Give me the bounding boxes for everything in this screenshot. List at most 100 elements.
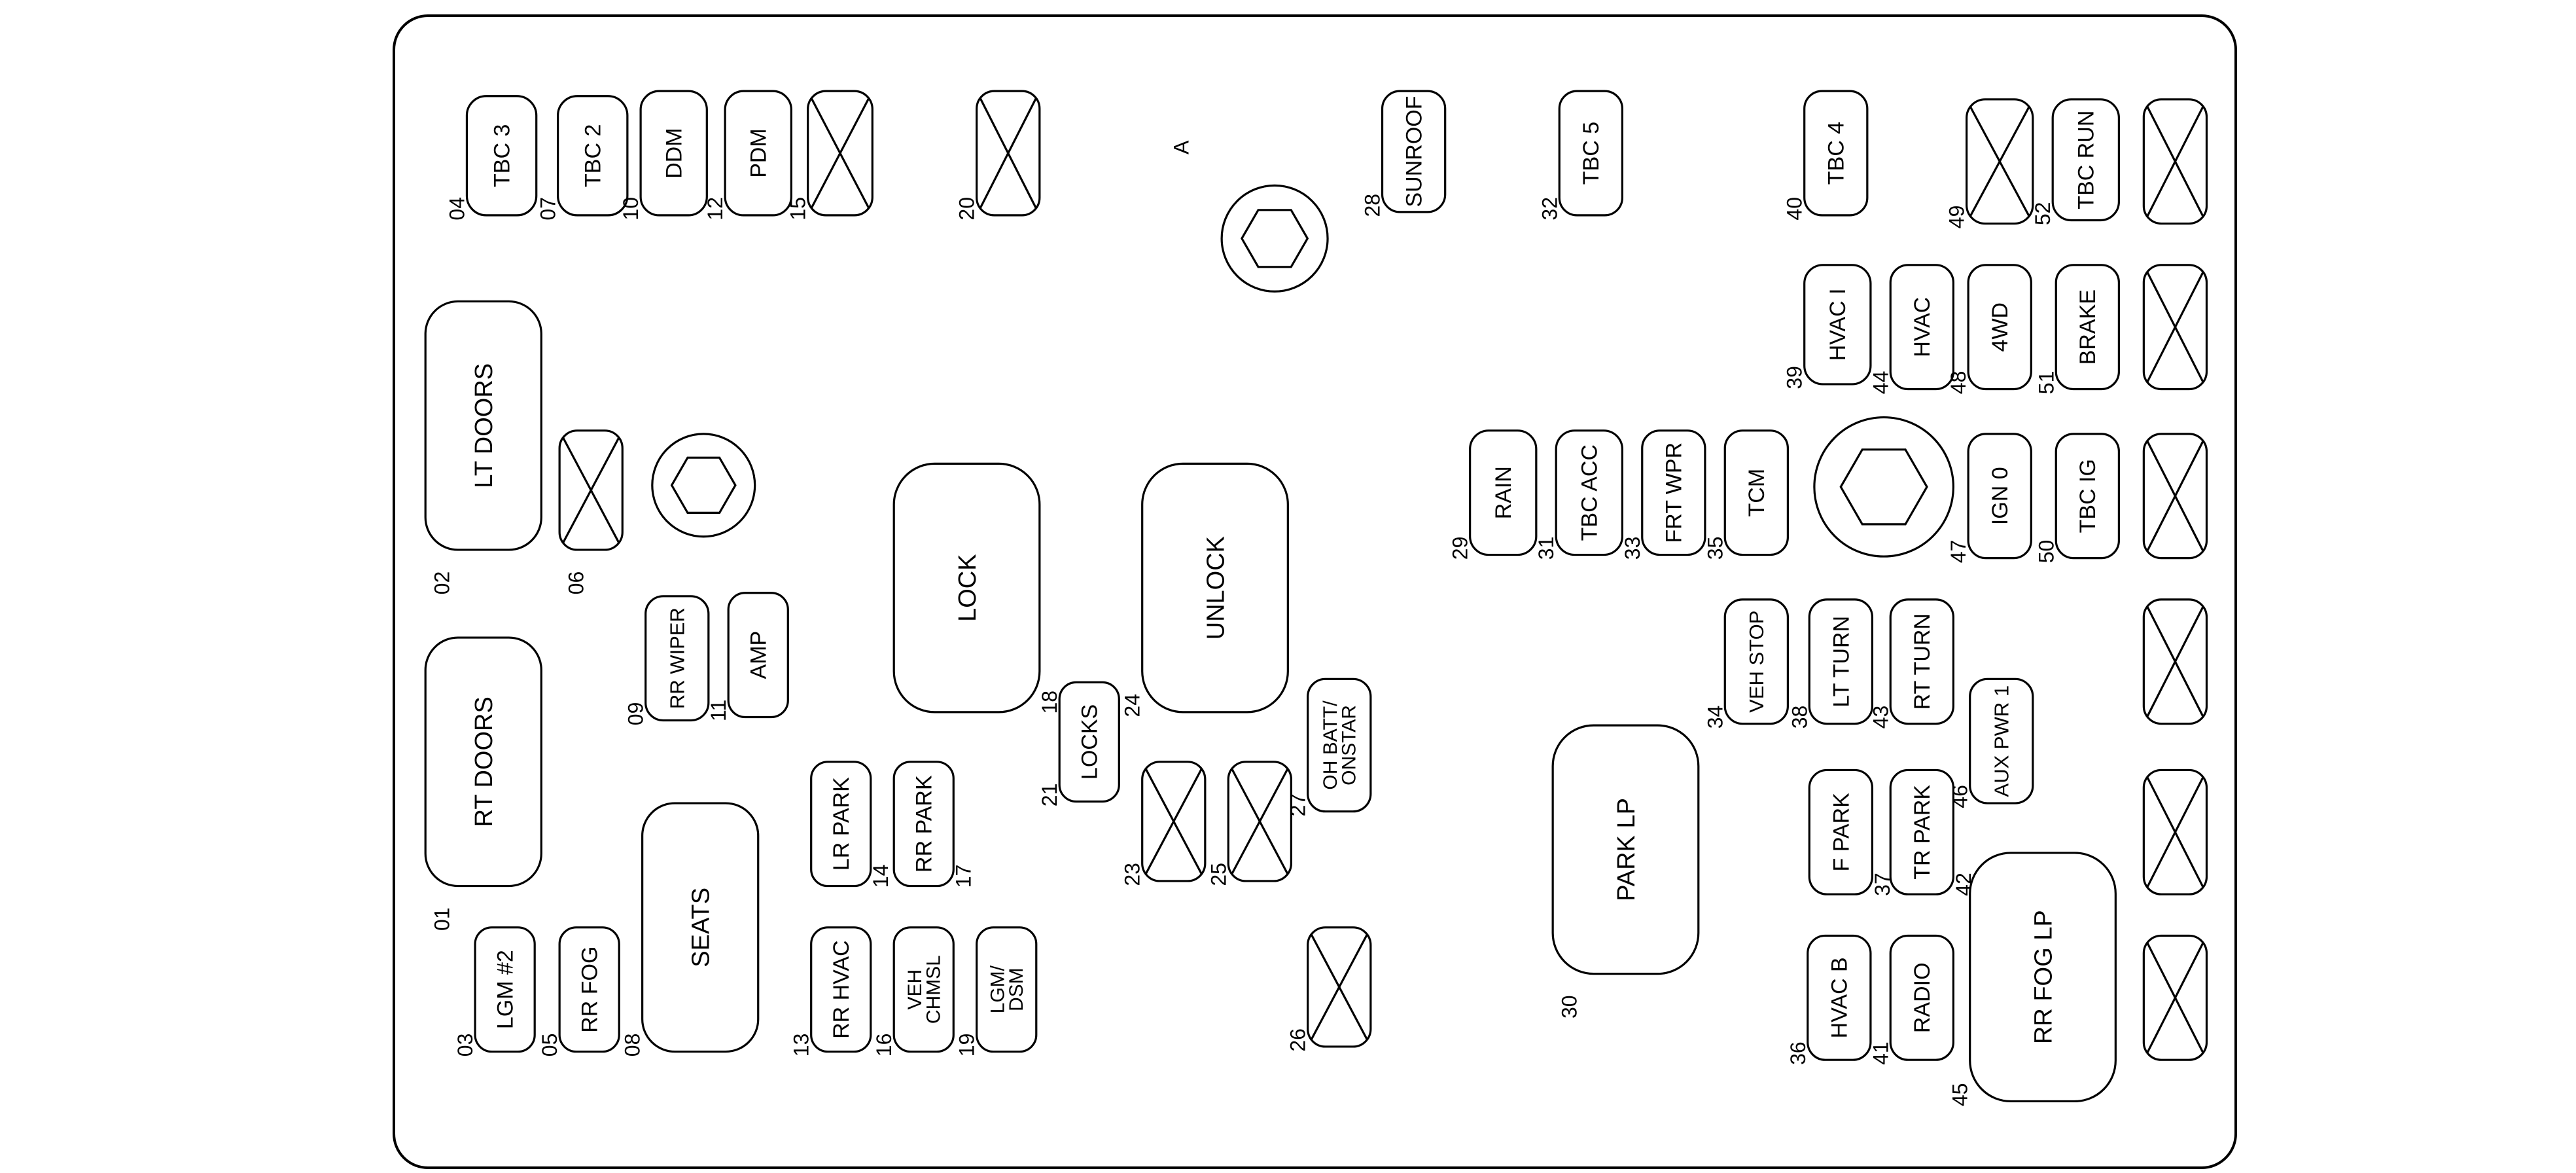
fuse-label: VEHCHMSL	[904, 955, 945, 1024]
fuse-number: 29	[1449, 537, 1472, 560]
fuse-outline	[2051, 98, 2120, 222]
fuse-label: AUX PWR 1	[1990, 685, 2013, 797]
fuse-number: 10	[619, 197, 643, 221]
fuse-outline	[1307, 677, 1372, 813]
fuse-number: 25	[1207, 863, 1230, 886]
fuse-label: BRAKE	[2075, 289, 2100, 365]
fuse-48: 4WD 48	[1947, 264, 2032, 395]
fuse-29: RAIN 29	[1449, 429, 1538, 560]
fuse-number: 03	[453, 1034, 477, 1057]
fuse-number: 43	[1869, 706, 1892, 729]
fuse-number: 49	[1945, 206, 1969, 229]
fuse-number: 09	[624, 702, 648, 726]
mounting-bolt: A	[1170, 140, 1329, 293]
fuse-label: F PARK	[1829, 793, 1854, 872]
fuse-outline	[1551, 724, 1700, 975]
fuse-number: 39	[1783, 366, 1807, 389]
bolt-hex-icon	[670, 456, 737, 514]
fuse-number: 24	[1121, 694, 1144, 717]
blank-fuse-slot	[2142, 264, 2208, 391]
fuse-outline	[639, 90, 708, 217]
fuse-outline	[641, 802, 760, 1053]
fuse-label: HVAC I	[1826, 288, 1850, 361]
fuse-number: 41	[1869, 1041, 1892, 1065]
blank-fuse-slot	[2142, 598, 2208, 725]
blank-cross-line	[979, 97, 1038, 209]
fuse-label: RR PARK	[912, 775, 937, 873]
fuse-outline	[424, 300, 542, 551]
blank-cross-line	[2145, 271, 2204, 384]
fuse-outline	[892, 761, 955, 888]
fuse-outline	[1803, 90, 1869, 217]
fuse-outline	[474, 926, 536, 1053]
blank-fuse-slot: 25	[1207, 761, 1293, 886]
fuse-number: 47	[1947, 540, 1970, 564]
fuse-label: 4WD	[1988, 302, 2013, 352]
fuse-outline	[1723, 429, 1790, 556]
fuse-label: RAIN	[1491, 466, 1516, 519]
fuse-outline	[2055, 264, 2121, 391]
fuse-outline	[1969, 852, 2117, 1103]
fuse-label: PARK LP	[1613, 798, 1640, 901]
blank-fuse-slot: 15	[786, 90, 873, 221]
fuse-outline	[1889, 934, 1955, 1061]
fuse-label: TBC RUN	[2074, 111, 2099, 209]
fuse-label: RT TURN	[1910, 613, 1935, 710]
fuse-label: RR HVAC	[829, 940, 854, 1039]
fuse-outline	[558, 926, 620, 1053]
fuse-number: 36	[1786, 1041, 1810, 1065]
blank-cross-line	[810, 97, 870, 209]
fuse-label: LOCKS	[1078, 704, 1103, 780]
fuse-label: TBC 2	[581, 124, 606, 187]
fuse-label: RR WIPER	[666, 607, 689, 709]
fuse-label: PDM	[747, 128, 771, 178]
fuse-label: RR FOG LP	[2030, 910, 2057, 1044]
fuse-number: 52	[2031, 202, 2055, 226]
fuse-number: 14	[869, 865, 892, 888]
fuse-label: OH BATT/ONSTAR	[1320, 700, 1360, 790]
fuse-outline	[644, 595, 710, 722]
blank-fuse-slot	[2142, 768, 2208, 895]
fuse-number: 15	[786, 197, 810, 221]
fuse-outline	[1141, 462, 1289, 713]
fuse-label: RR FOG	[578, 947, 603, 1033]
fuse-number: 16	[872, 1034, 896, 1057]
fuse-outline	[2055, 433, 2121, 560]
fuse-label: LOCK	[954, 554, 981, 621]
fuse-32: TBC 532	[1538, 90, 1624, 221]
fuse-16: VEHCHMSL 16	[872, 926, 955, 1057]
fuse-label: TBC 5	[1579, 122, 1604, 185]
blank-cross-line	[2145, 105, 2204, 218]
fuse-number: 48	[1947, 371, 1970, 395]
fuse-39: HVAC I 39	[1783, 264, 1872, 389]
fuse-outline	[1807, 934, 1872, 1061]
fuse-label: SEATS	[687, 888, 715, 967]
fuse-43: RT TURN 43	[1869, 598, 1955, 729]
fuse-number: 34	[1703, 706, 1727, 729]
fuse-number: 20	[955, 197, 979, 221]
blank-cross-line	[2145, 776, 2204, 888]
blank-cross-line	[561, 437, 620, 544]
fuse-label: SUNROOF	[1402, 96, 1427, 207]
fuse-outline	[1058, 681, 1120, 803]
fuse-number: 21	[1038, 784, 1061, 807]
fuse-outline	[1969, 677, 2034, 804]
fuse-outline	[724, 90, 792, 217]
fuse-outline	[727, 592, 789, 719]
fuse-label: HVAC	[1910, 297, 1935, 357]
